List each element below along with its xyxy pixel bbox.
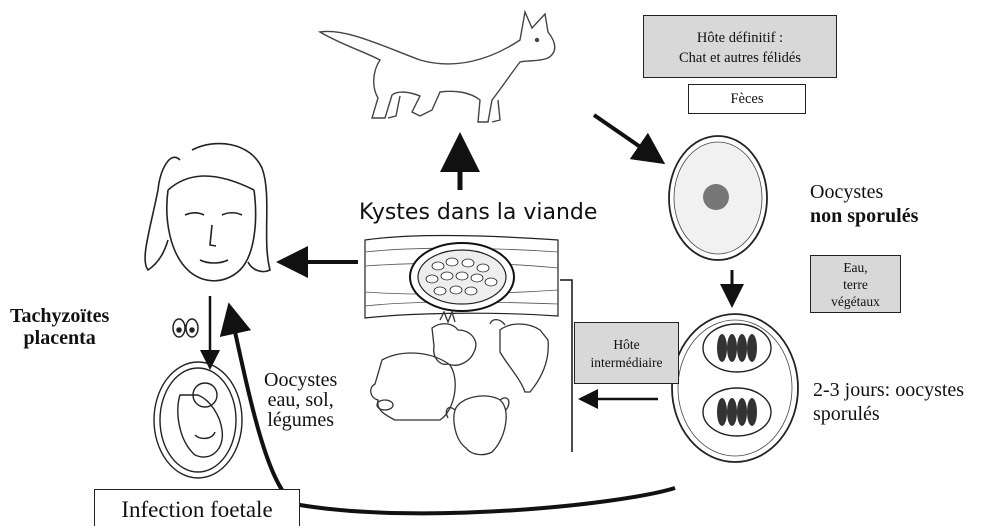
unsporulated-line1: Oocystes [810, 180, 918, 204]
oocysts-line1: Oocystes [264, 370, 337, 390]
fetal-infection-label: Infection foetale [121, 497, 272, 522]
fetus-illustration [154, 362, 242, 478]
water-line3: végétaux [811, 293, 900, 310]
definitive-host-box: Hôte définitif : Chat et autres félidés [643, 15, 837, 78]
unsporulated-line2: non sporulés [810, 204, 918, 228]
fetal-infection-box: Infection foetale [94, 489, 300, 526]
intermediate-host-line1: Hôte [575, 336, 678, 354]
unsporulated-oocyst [669, 136, 767, 260]
sporulated-oocyst [672, 314, 798, 462]
intermediate-host-box: Hôte intermédiaire [574, 322, 679, 384]
oocysts-line2: eau, sol, [264, 390, 337, 410]
feces-box: Fèces [688, 84, 806, 114]
meat-cyst [365, 235, 558, 318]
water-line1: Eau, [811, 259, 900, 276]
human-head-illustration [145, 144, 270, 281]
water-soil-box: Eau, terre végétaux [810, 255, 901, 313]
tachyzoites-label: Tachyzoïtes placenta [10, 305, 109, 349]
water-line2: terre [811, 276, 900, 293]
unsporulated-oocysts-label: Oocystes non sporulés [810, 180, 918, 228]
oocysts-water-soil-label: Oocystes eau, sol, légumes [264, 370, 337, 430]
sporulated-line1: 2-3 jours: oocystes [813, 378, 964, 402]
definitive-host-line2: Chat et autres félidés [644, 48, 836, 68]
oocysts-line3: légumes [264, 410, 337, 430]
intermediate-host-animals [371, 312, 549, 455]
sporulated-oocysts-label: 2-3 jours: oocystes sporulés [813, 378, 964, 426]
intermediate-host-line2: intermédiaire [575, 354, 678, 372]
feces-label: Fèces [730, 91, 763, 107]
cysts-in-meat-label: Kystes dans la viande [359, 200, 597, 225]
cat-illustration [320, 12, 555, 122]
tachyzoites-line2: placenta [10, 327, 109, 349]
bracket-line [560, 280, 572, 452]
definitive-host-line1: Hôte définitif : [644, 28, 836, 48]
tachyzoites-icon [173, 319, 198, 337]
tachyzoites-line1: Tachyzoïtes [10, 305, 109, 327]
arrow-cat-to-oocyst [594, 115, 652, 155]
sporulated-line2: sporulés [813, 402, 964, 426]
